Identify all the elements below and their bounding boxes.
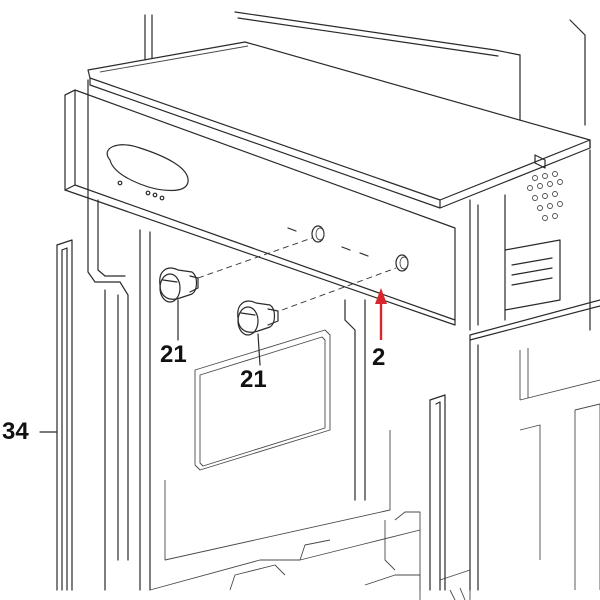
vent-holes	[527, 171, 563, 221]
red-arrow	[375, 288, 387, 340]
oven-cabinet-outline	[87, 11, 591, 600]
callout-label-seal: 34	[2, 418, 29, 445]
callout-label-knob-right: 21	[240, 366, 267, 393]
callout-label-panel: 2	[372, 344, 386, 371]
knob-left	[159, 267, 199, 303]
leader-lines	[39, 299, 261, 433]
door-seal-strip	[56, 239, 73, 591]
right-housing	[469, 299, 600, 591]
top-cover-plate	[87, 41, 591, 209]
assembly-guide-lines	[197, 237, 397, 311]
knob-right	[237, 300, 279, 336]
callout-label-knob-left: 21	[160, 341, 187, 368]
front-frame-strip	[429, 394, 446, 591]
control-panel	[64, 89, 456, 326]
